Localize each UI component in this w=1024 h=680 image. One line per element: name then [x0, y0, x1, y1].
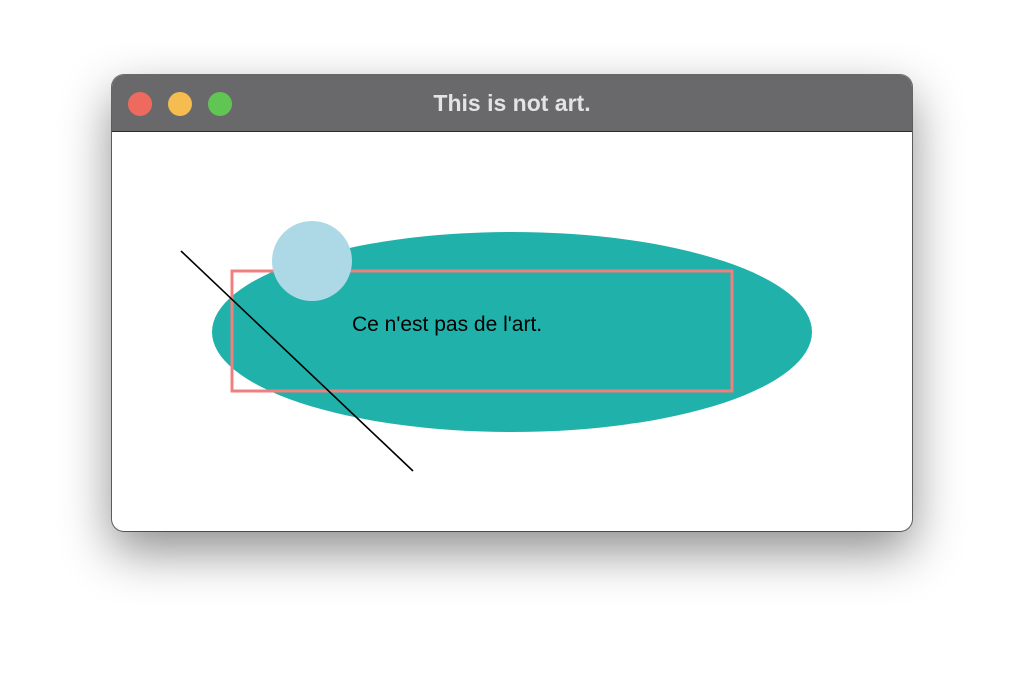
diagonal-line	[180, 250, 414, 472]
light-blue-circle	[272, 221, 352, 301]
canvas-svg: Ce n'est pas de l'art.	[180, 221, 812, 472]
title-bar[interactable]: This is not art.	[112, 75, 912, 132]
drawing-canvas: Ce n'est pas de l'art.	[112, 132, 912, 531]
minimize-button[interactable]	[168, 92, 192, 116]
zoom-button[interactable]	[208, 92, 232, 116]
app-window: This is not art. Ce n'est pas de l'art.	[112, 75, 912, 531]
canvas-text: Ce n'est pas de l'art.	[352, 313, 542, 336]
salmon-rectangle	[230, 269, 734, 393]
teal-ellipse	[212, 232, 812, 432]
window-title: This is not art.	[433, 90, 591, 116]
close-button[interactable]	[128, 92, 152, 116]
